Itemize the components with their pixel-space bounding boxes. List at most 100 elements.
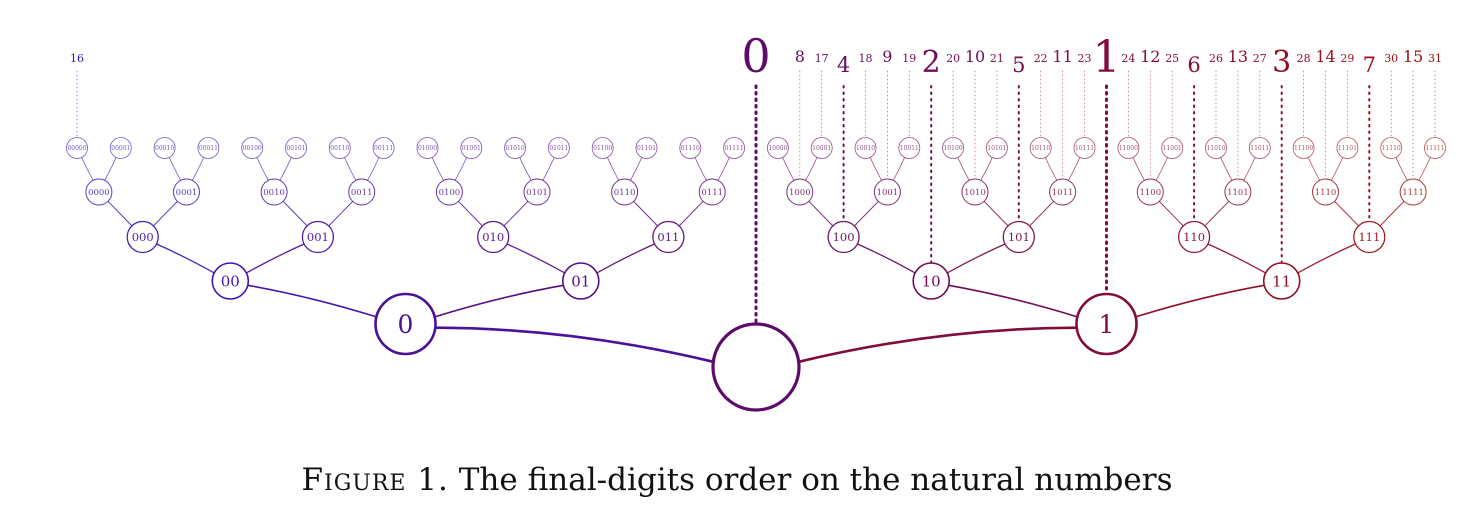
tree-edge (344, 157, 357, 181)
tree-node (504, 137, 526, 159)
tree-node (1161, 137, 1184, 159)
tree-node (611, 178, 639, 206)
tree-node (241, 137, 264, 159)
tree-edge (435, 326, 714, 364)
tree-node (285, 137, 307, 159)
tree-edge (1334, 200, 1359, 227)
tree-node (211, 262, 250, 300)
tree-node (1136, 178, 1164, 206)
tree-edge (798, 326, 1077, 364)
tree-edge (808, 200, 834, 227)
tree-node (1177, 220, 1211, 254)
tree-node (912, 262, 951, 300)
tree-node (679, 137, 702, 159)
tree-node-label: 11100 (1294, 145, 1313, 152)
tree-node-label: 11011 (1250, 145, 1269, 152)
tree-edge (328, 200, 354, 227)
tree-node (561, 262, 600, 300)
tree-node-label: 0111 (701, 188, 723, 198)
number-label: 31 (1428, 52, 1442, 65)
caption-text: The final-digits order on the natural nu… (458, 462, 1173, 498)
tree-edge (633, 200, 658, 227)
tree-edge (1307, 157, 1321, 181)
tree-node-label: 01010 (506, 145, 525, 152)
tree-node-label: 0101 (526, 188, 548, 198)
tree-node (1205, 137, 1227, 159)
number-label: 8 (795, 47, 805, 66)
tree-edge (678, 200, 704, 227)
tree-node-label: 01000 (418, 145, 437, 152)
tree-edge (607, 157, 620, 181)
tree-node-label: 01101 (637, 145, 656, 152)
number-label: 13 (1228, 47, 1248, 66)
tree-node-label: 11010 (1206, 145, 1225, 152)
tree-node-label: 01001 (462, 145, 481, 152)
caption-label: Figure 1. (301, 462, 449, 498)
number-label: 20 (946, 52, 960, 65)
tree-edge (892, 157, 905, 181)
tree-node (986, 137, 1008, 159)
tree-node-label: 0 (398, 310, 414, 339)
number-label: 19 (902, 52, 916, 65)
tree-node (1073, 137, 1096, 159)
tree-node-label: 00 (221, 272, 240, 290)
tree-node (810, 137, 833, 159)
number-label: 29 (1340, 52, 1354, 65)
number-label: 1 (1093, 32, 1121, 83)
number-label: 3 (1272, 45, 1291, 80)
tree-node-label: 1 (1099, 310, 1115, 339)
number-label: 22 (1034, 52, 1048, 65)
tree-node (1248, 137, 1271, 159)
tree-node-label: 11110 (1382, 145, 1401, 152)
tree-node (1117, 137, 1140, 159)
tree-node-label: 010 (482, 230, 504, 244)
tree-edge (431, 157, 444, 181)
tree-node-label: 10011 (900, 145, 919, 152)
tree-edge (519, 157, 532, 181)
tree-edge (1204, 200, 1230, 227)
tree-edge (1155, 157, 1168, 181)
tree-edge (630, 157, 643, 181)
tree-node (1224, 178, 1252, 206)
tree-edge (805, 157, 818, 181)
tree-node (591, 137, 614, 159)
tree-node-label: 01100 (593, 145, 612, 152)
tree-edge (454, 157, 467, 181)
tree-edge (81, 157, 94, 181)
tree-node-label: 10111 (1075, 145, 1094, 152)
number-label: 15 (1403, 47, 1423, 66)
tree-node-label: 00100 (243, 145, 262, 152)
tree-node (1353, 220, 1386, 254)
tree-edge (1220, 157, 1233, 181)
tree-node (854, 137, 877, 159)
tree-node-label: 00011 (199, 145, 218, 152)
tree-edge (153, 200, 178, 227)
tree-edge (1379, 200, 1405, 227)
tree-edges (81, 157, 1431, 364)
tree-edge (1418, 157, 1431, 181)
tree-node (435, 178, 463, 206)
tree-edge (542, 157, 555, 181)
tree-node (942, 137, 964, 159)
tree-node-label: 11001 (1163, 145, 1182, 152)
tree-node (652, 220, 685, 254)
tree-node-label: 00111 (374, 145, 393, 152)
tree-edge (596, 243, 655, 274)
tree-node-label: 110 (1183, 230, 1205, 244)
tree-edge (1158, 200, 1184, 227)
tree-node (698, 178, 726, 206)
tree-node-label: 101 (1008, 230, 1030, 244)
tree-edge (506, 243, 566, 274)
tree-node-label: 0001 (176, 188, 198, 198)
tree-node (873, 178, 901, 206)
number-label: 17 (815, 52, 829, 65)
tree-node-label: 1110 (1315, 188, 1337, 198)
tree-node-label: 1100 (1139, 188, 1161, 198)
number-label: 4 (837, 53, 850, 77)
tree-node (109, 137, 132, 159)
number-label: 12 (1140, 47, 1160, 66)
tree-node-label: 00000 (67, 145, 86, 152)
tree-edge (367, 157, 380, 181)
tree-node-label: 0100 (439, 188, 461, 198)
tree-node-label: 000 (132, 230, 154, 244)
